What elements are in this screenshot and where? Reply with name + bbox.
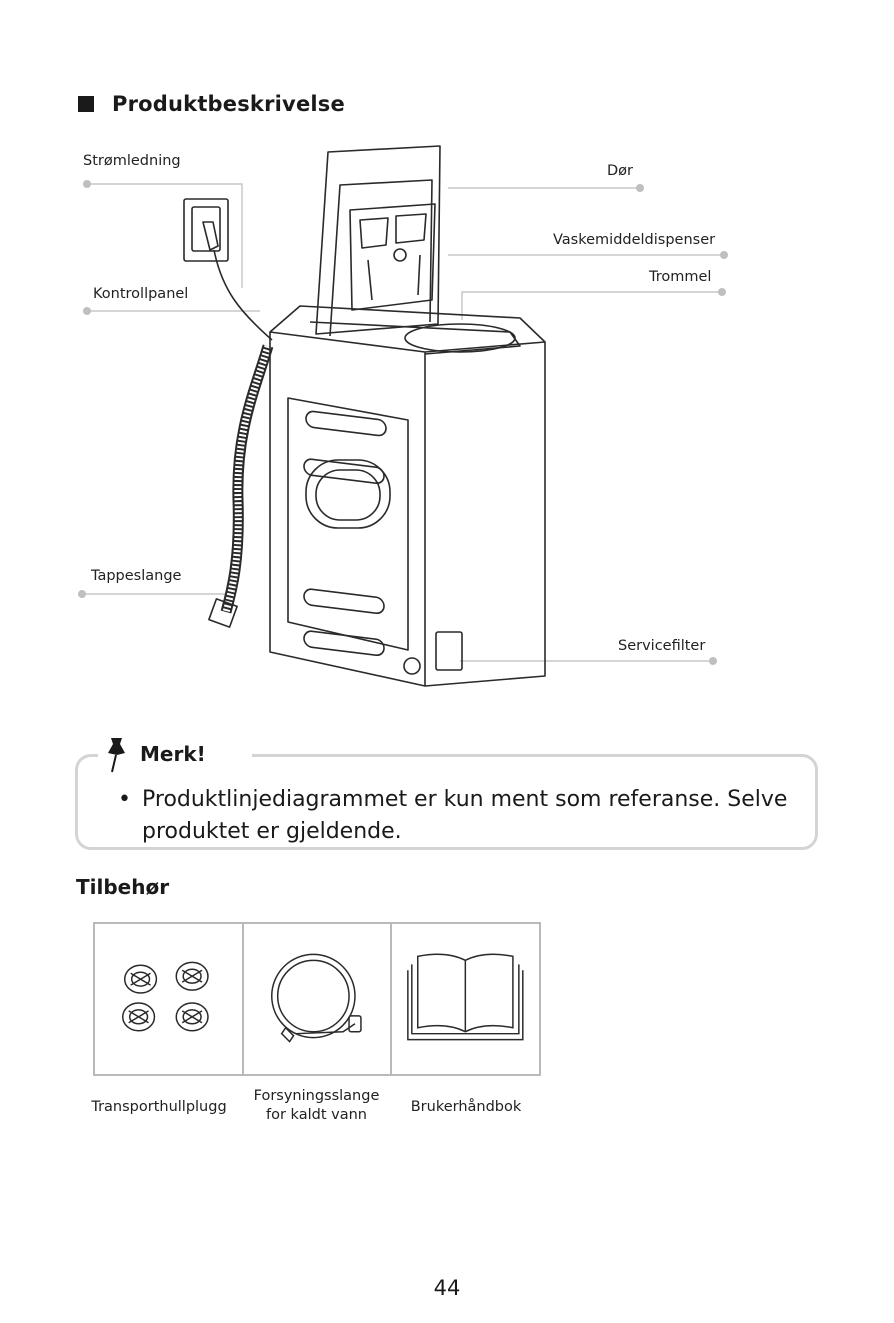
note-header: Merk! bbox=[98, 733, 252, 775]
accessory-manual-cell bbox=[392, 924, 539, 1074]
note-title: Merk! bbox=[140, 742, 206, 766]
accessory-label-hose: Forsyningsslange for kaldt vann bbox=[244, 1087, 389, 1125]
manual-book-icon bbox=[392, 924, 539, 1074]
accessory-label-hose-line2: for kaldt vann bbox=[244, 1106, 389, 1125]
note-text: Produktlinjediagrammet er kun ment som r… bbox=[118, 784, 808, 848]
machine-drawing bbox=[184, 146, 545, 686]
note-body: • Produktlinjediagrammet er kun ment som… bbox=[118, 784, 808, 848]
square-bullet-icon bbox=[78, 96, 94, 112]
accessory-label-plugs: Transporthullplugg bbox=[83, 1098, 235, 1117]
leader-lines bbox=[82, 184, 724, 661]
section-title-text: Produktbeskrivelse bbox=[112, 92, 345, 116]
water-hose-icon bbox=[244, 924, 391, 1074]
accessories-grid bbox=[93, 922, 541, 1076]
leader-dots bbox=[78, 180, 728, 665]
accessory-label-hose-line1: Forsyningsslange bbox=[244, 1087, 389, 1106]
pushpin-icon bbox=[102, 734, 132, 774]
note-bullet: • bbox=[118, 784, 131, 816]
accessories-title: Tilbehør bbox=[76, 875, 169, 899]
page-number: 44 bbox=[0, 1276, 894, 1300]
accessory-hose-cell bbox=[244, 924, 393, 1074]
transport-plug-icon bbox=[95, 924, 242, 1074]
section-title: Produktbeskrivelse bbox=[78, 92, 345, 116]
accessory-label-manual: Brukerhåndbok bbox=[395, 1098, 537, 1117]
washing-machine-diagram bbox=[0, 130, 894, 700]
accessory-plugs-cell bbox=[95, 924, 244, 1074]
